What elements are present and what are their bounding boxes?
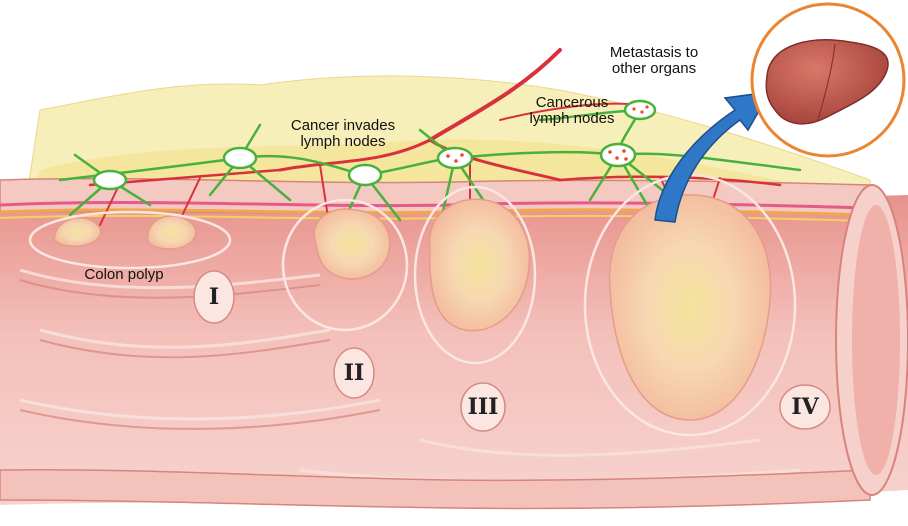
stage-2-tumor <box>313 208 391 280</box>
lymph-node-healthy <box>347 163 383 187</box>
stage-4-badge <box>779 384 831 430</box>
colon-cut-end-inner <box>852 205 900 475</box>
stage-1-polyps <box>53 215 197 250</box>
lymph-node-healthy <box>92 169 128 191</box>
stage-4-tumor <box>608 194 772 421</box>
lymph-node-healthy <box>222 146 258 170</box>
stage-3-tumor <box>428 198 531 332</box>
liver-organ <box>765 39 889 125</box>
stage-3-badge <box>460 382 506 432</box>
colon-polyp-label: Colon polyp <box>84 266 164 283</box>
stage-2-number: II <box>343 360 365 386</box>
muscle-layer-pink <box>0 200 871 210</box>
stage-3-outline <box>413 185 537 365</box>
colon-bottom-wall <box>0 468 871 510</box>
cancer-invades-label: Cancer invades lymph nodes <box>290 117 396 150</box>
cancerous-nodes-label: Cancerous lymph nodes <box>529 94 615 127</box>
metastasis-label: Metastasis to other organs <box>609 44 699 77</box>
liver-lobe-line <box>817 43 836 121</box>
stage-1-number: I <box>208 284 220 310</box>
stage-2-badge <box>333 347 375 399</box>
lymph-node-cancerous <box>599 142 637 168</box>
lymph-node-cancerous <box>623 99 657 121</box>
lymph-node-cancerous <box>436 146 474 170</box>
stage-2-outline <box>281 198 409 332</box>
stage-4-number: IV <box>791 394 819 420</box>
stage-1-badge <box>193 270 235 324</box>
stage-3-number: III <box>467 394 499 420</box>
stage-1-outline <box>28 210 232 270</box>
lumen-folds-dark <box>19 279 381 430</box>
